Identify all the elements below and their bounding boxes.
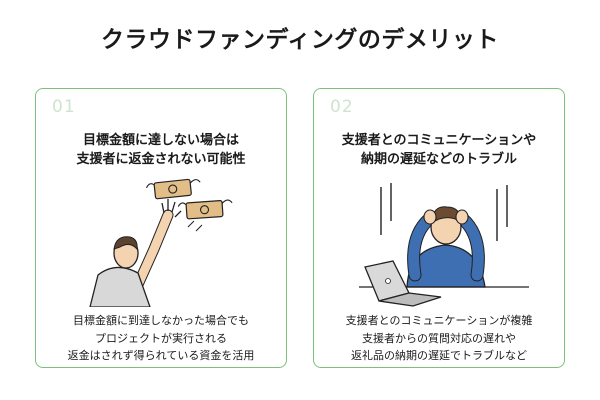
card-description-line: プロジェクトが実行される <box>95 331 227 345</box>
money-bill-icon <box>177 199 233 220</box>
demerit-card-01: 01 目標金額に達しない場合は 支援者に返金されない可能性 <box>35 88 287 368</box>
stressed-person-illustration <box>359 183 529 307</box>
card-description: 支援者とのコミュニケーションが複雑 支援者からの質問対応の遅れや 返礼品の納期の… <box>314 312 564 365</box>
card-description-line: 支援者とのコミュニケーションが複雑 <box>345 314 533 327</box>
stress-lines-icon <box>380 183 508 241</box>
page-title: クラウドファンディングのデメリット <box>101 27 499 53</box>
card-description-line: 目標金額に到達しなかった場合でも <box>73 314 249 327</box>
money-bill-icon <box>145 178 201 200</box>
card-description-line: 返礼品の納期の遅延でトラブルなど <box>351 349 527 362</box>
card-heading-line: 支援者とのコミュニケーションや <box>341 133 537 148</box>
card-heading-line: 目標金額に達しない場合は <box>82 133 239 148</box>
card-heading-line: 納期の遅延などのトラブル <box>360 152 517 167</box>
card-description: 目標金額に到達しなかった場合でも プロジェクトが実行される 返金はされず得られて… <box>36 312 286 365</box>
card-heading-line: 支援者に返金されない可能性 <box>76 152 246 167</box>
person-icon <box>89 199 182 307</box>
laptop-icon <box>364 260 442 307</box>
card-number: 01 <box>52 97 76 117</box>
card-description-line: 支援者からの質問対応の遅れや <box>362 331 516 345</box>
person-reaching-money-illustration <box>89 178 233 307</box>
card-description-line: 返金はされず得られている資金を活用 <box>67 349 255 362</box>
card-heading: 支援者とのコミュニケーションや 納期の遅延などのトラブル <box>314 131 564 169</box>
card-number: 02 <box>330 97 354 117</box>
card-heading: 目標金額に達しない場合は 支援者に返金されない可能性 <box>36 131 286 169</box>
person-icon <box>406 206 486 288</box>
demerit-card-02: 02 支援者とのコミュニケーションや 納期の遅延などのトラブル <box>313 88 565 368</box>
